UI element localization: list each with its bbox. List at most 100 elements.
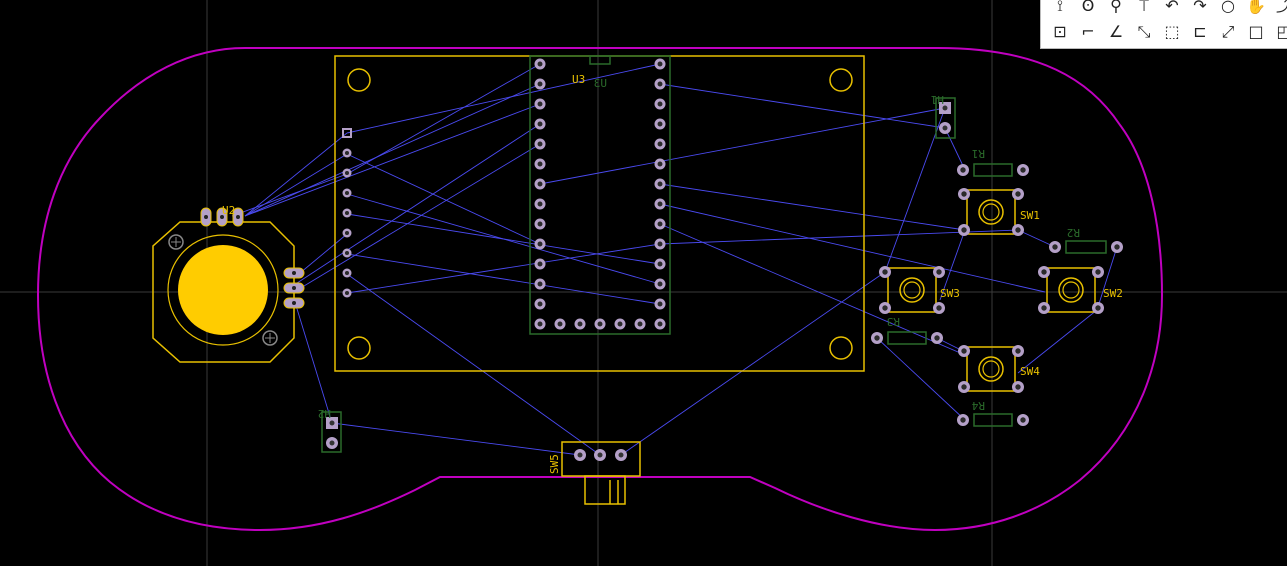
- angle-icon[interactable]: ∠: [1108, 22, 1124, 41]
- ring-icon[interactable]: ʘ: [1081, 0, 1095, 15]
- switch-pad-drill: [936, 269, 942, 275]
- pin-icon[interactable]: ⍑: [1139, 0, 1149, 15]
- switch-body: [966, 346, 1016, 392]
- r2-label: R2: [1067, 226, 1080, 239]
- route-icon[interactable]: ⟟: [1057, 0, 1063, 15]
- u3-bottom-pad-drill: [617, 321, 623, 327]
- switch-pad-drill: [1015, 191, 1021, 197]
- header-h1[interactable]: H1: [931, 93, 956, 139]
- switch-pad-drill: [1095, 305, 1101, 311]
- u3-bottom-pad-drill: [577, 321, 583, 327]
- u3-left-pad-drill: [537, 141, 543, 147]
- r3-label: R3: [887, 315, 900, 328]
- partial-icon[interactable]: ◰: [1276, 22, 1287, 41]
- arc-right-icon[interactable]: ↷: [1193, 0, 1207, 15]
- resistor-pad-drill: [934, 335, 940, 341]
- switch-pad-drill: [882, 269, 888, 275]
- switch-pad-drill: [961, 227, 967, 233]
- header-h2[interactable]: H2: [318, 407, 342, 453]
- switch-pad-drill: [961, 384, 967, 390]
- sw2-label: SW2: [1103, 287, 1123, 300]
- resistor-pad-drill: [874, 335, 880, 341]
- hand-icon[interactable]: ✋: [1246, 0, 1266, 15]
- switch-body: [1046, 267, 1096, 313]
- u3-right-pad-drill: [657, 101, 663, 107]
- circle-icon[interactable]: ○: [1221, 0, 1235, 15]
- switch-inner: [982, 360, 1000, 378]
- u3-bottom-pad-drill: [597, 321, 603, 327]
- switch-labels: SW1 SW2 SW3 SW4: [940, 209, 1123, 378]
- switch-cap: [899, 277, 925, 303]
- sw1-label: SW1: [1020, 209, 1040, 222]
- resistor-pad-drill: [960, 417, 966, 423]
- resistor-pad-drill: [1020, 417, 1026, 423]
- u3-label: U3: [572, 73, 585, 86]
- dashed-rect-icon[interactable]: ⬚: [1164, 22, 1180, 41]
- pin-partial-icon[interactable]: ⤴: [1275, 0, 1287, 15]
- u3-left-pad-drill: [537, 241, 543, 247]
- image-icon[interactable]: ⊡: [1053, 22, 1067, 41]
- u3-left-pad-drill: [537, 281, 543, 287]
- u3-header-pad-drill: [344, 230, 350, 236]
- switch-inner: [982, 203, 1000, 221]
- u3-header-pad-drill: [344, 290, 350, 296]
- h1-label: H1: [931, 93, 944, 106]
- u3-mirrored-label: U3: [594, 77, 607, 90]
- switch-inner: [903, 281, 921, 299]
- u3-left-pad-drill: [537, 61, 543, 67]
- switch-body: [887, 267, 937, 313]
- u3-bottom-pad-drill: [637, 321, 643, 327]
- slide-switch-sw5[interactable]: SW5: [548, 441, 641, 505]
- sw5-label: SW5: [548, 454, 561, 474]
- diagonal-icon[interactable]: ⤢: [1221, 22, 1235, 41]
- u3-right-pad-drill: [657, 301, 663, 307]
- board-outline: [36, 47, 1164, 532]
- u3-module[interactable]: U3 U3: [334, 55, 865, 372]
- switch-pad-drill: [936, 305, 942, 311]
- switch-pad-drill: [1041, 269, 1047, 275]
- corner-icon[interactable]: ⌐: [1081, 22, 1095, 41]
- ratsnest: [231, 63, 1118, 456]
- mount-hole-icon: [168, 234, 184, 250]
- switch-cap: [978, 199, 1004, 225]
- resistor-labels: R1 R2 R3 R4: [887, 147, 1080, 412]
- switch-body: [966, 189, 1016, 235]
- arc-left-icon[interactable]: ↶: [1165, 0, 1179, 15]
- u3-right-pad-drill: [657, 121, 663, 127]
- measure-icon[interactable]: ⤡: [1137, 22, 1151, 41]
- joystick-u2[interactable]: U2: [152, 204, 305, 363]
- r1-label: R1: [972, 147, 985, 160]
- u3-header-pad-drill: [344, 170, 350, 176]
- step-icon[interactable]: ⊏: [1193, 22, 1207, 41]
- u3-header-pad-drill: [344, 250, 350, 256]
- switch-pad-drill: [1015, 348, 1021, 354]
- u3-header-pad-drill: [344, 210, 350, 216]
- u3-left-pad-drill: [537, 81, 543, 87]
- u3-bottom-pad-drill: [537, 321, 543, 327]
- u3-left-pad-drill: [537, 221, 543, 227]
- u3-header-square-pad: [342, 128, 352, 138]
- u3-bottom-pad-drill: [657, 321, 663, 327]
- u3-left-pad-drill: [537, 101, 543, 107]
- u3-left-pad-drill: [537, 121, 543, 127]
- u3-bottom-pad-drill: [557, 321, 563, 327]
- square-icon[interactable]: □: [1248, 22, 1264, 41]
- resistor-body: [973, 413, 1013, 427]
- u3-left-pad-drill: [537, 301, 543, 307]
- u3-pad-group: [534, 58, 666, 330]
- probe-icon[interactable]: ⚲: [1110, 0, 1122, 15]
- u3-right-pad-drill: [657, 281, 663, 287]
- u3-left-pad-drill: [537, 181, 543, 187]
- u3-right-pad-drill: [657, 141, 663, 147]
- r4-label: R4: [971, 399, 985, 412]
- u3-left-pad-drill: [537, 261, 543, 267]
- u3-header-pad-group: [342, 128, 352, 298]
- u3-header-pad-drill: [344, 190, 350, 196]
- resistor-group: [871, 163, 1123, 427]
- tool-palette: ⟟ ʘ ⚲ ⍑ ↶ ↷ ○ ✋ ⤴ ⊡ ⌐ ∠ ⤡ ⬚ ⊏ ⤢ □ ◰: [1040, 0, 1287, 49]
- u3-header-pad-drill: [344, 150, 350, 156]
- switch-group: [879, 188, 1104, 393]
- resistor-pad-drill: [960, 167, 966, 173]
- u3-header-pad-drill: [344, 270, 350, 276]
